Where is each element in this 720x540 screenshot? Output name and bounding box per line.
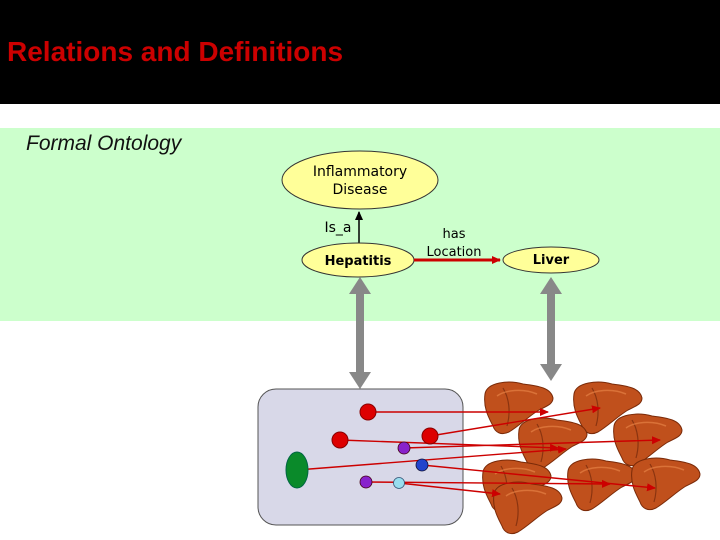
- instance-arrow: [365, 479, 611, 488]
- instance-arrow: [429, 405, 601, 437]
- liver-image: [630, 457, 701, 511]
- instance-arrow: [403, 436, 661, 449]
- slide-title: Relations and Definitions: [7, 36, 344, 67]
- instance-arrow: [339, 439, 559, 452]
- red-particle: [331, 431, 349, 449]
- purple-particle: [397, 441, 411, 455]
- hepatitis-instance-link-arrow: [349, 277, 371, 389]
- liver-instance-link-arrow: [540, 277, 562, 381]
- purple-particle: [359, 475, 373, 489]
- light-blue-particle: [393, 477, 405, 489]
- inflammatory-disease-label-line2: Disease: [332, 182, 387, 198]
- nucleus-green: [285, 451, 309, 489]
- red-particle: [421, 427, 439, 445]
- instance-arrow: [398, 482, 501, 498]
- liver-image: [492, 481, 563, 535]
- blue-particle: [415, 458, 429, 472]
- has-location-label-line2: Location: [427, 245, 482, 260]
- ontology-section-label: Formal Ontology: [26, 132, 182, 155]
- is-a-label: Is_a: [324, 220, 351, 236]
- inflammatory-disease-node: [281, 150, 439, 210]
- red-particle: [359, 403, 377, 421]
- liver-label: Liver: [533, 253, 570, 268]
- instance-arrow: [421, 464, 656, 492]
- inflammatory-disease-label-line1: Inflammatory: [313, 164, 407, 180]
- title-bar: [0, 0, 720, 104]
- instance-arrow: [296, 445, 567, 471]
- liver-node: [502, 246, 600, 274]
- hepatitis-label: Hepatitis: [325, 254, 392, 269]
- has-location-label-line1: has: [443, 227, 466, 242]
